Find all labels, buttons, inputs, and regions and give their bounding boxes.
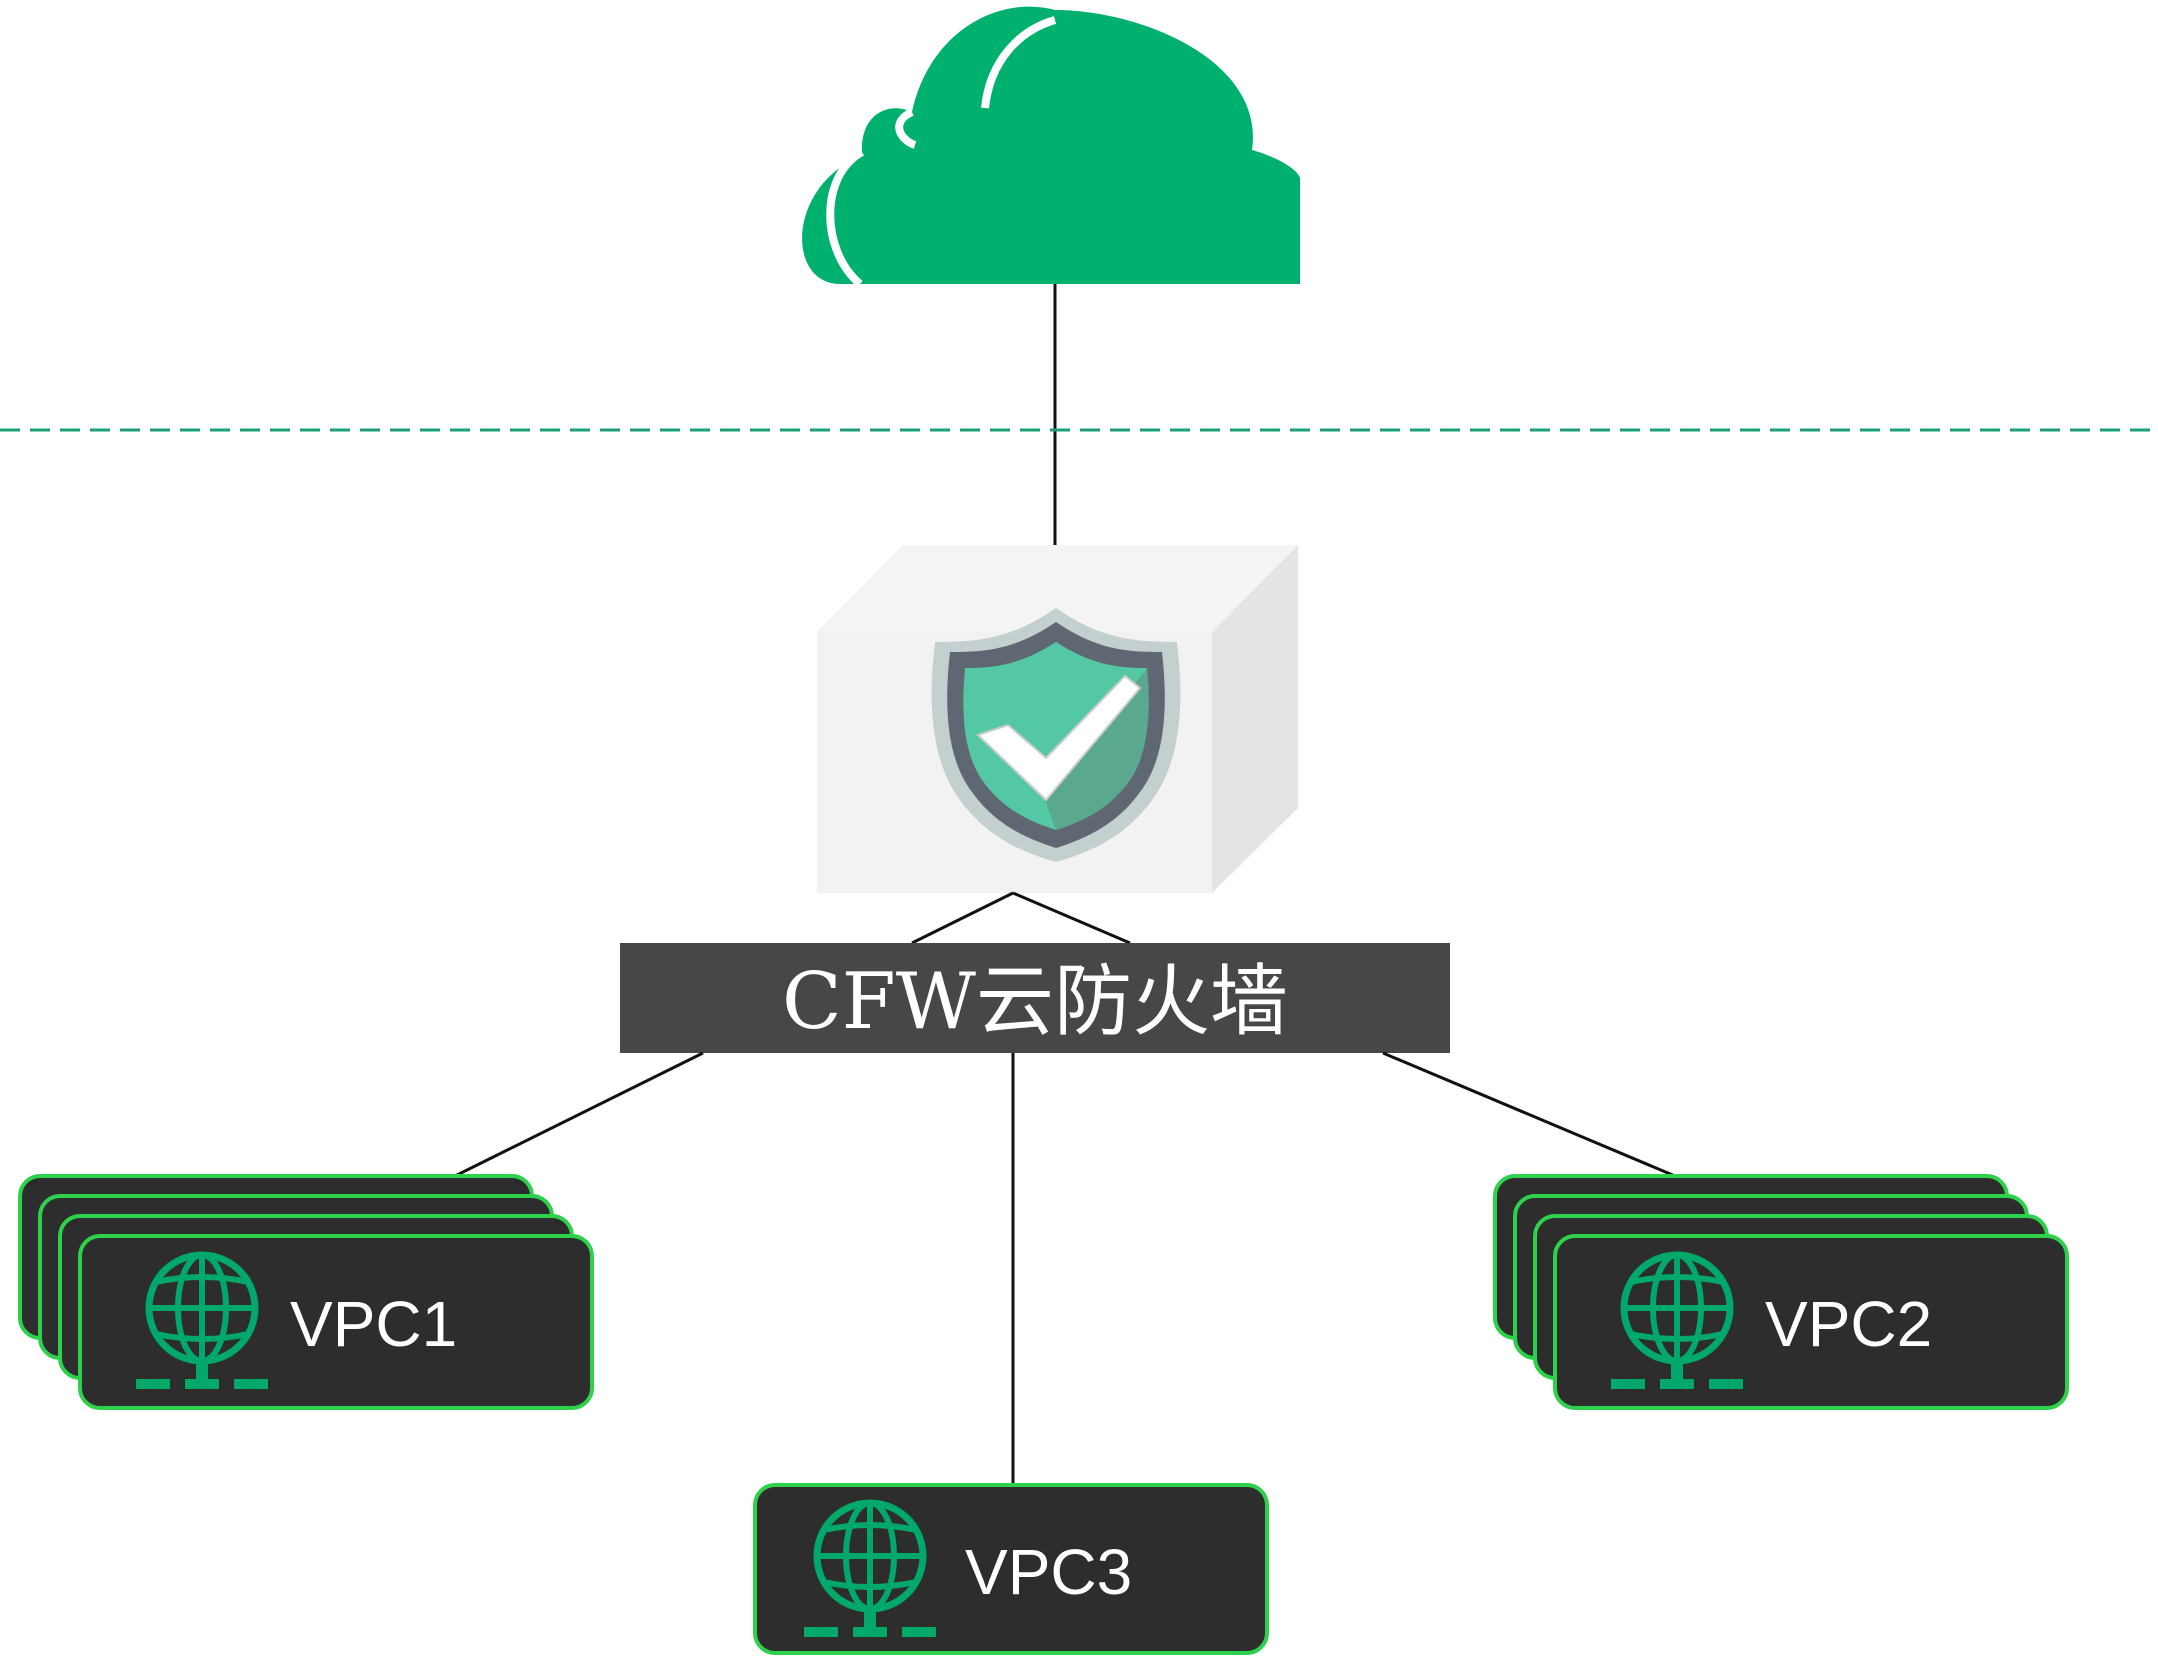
vpc2-label: VPC2 <box>1765 1288 1932 1360</box>
vpc1-node: VPC1 <box>18 1174 594 1410</box>
firewall-link-left-top <box>911 891 1014 945</box>
vpc3-label: VPC3 <box>965 1536 1132 1608</box>
link-to-vpc1 <box>454 1051 704 1178</box>
link-to-vpc2 <box>1382 1051 1676 1178</box>
vpc1-label: VPC1 <box>290 1288 457 1360</box>
cloud-icon <box>802 6 1300 288</box>
firewall-label-bar <box>620 943 1450 1053</box>
vpc2-node: VPC2 <box>1493 1174 2069 1410</box>
firewall-link-right-top <box>1012 891 1131 945</box>
vpc3-node: VPC3 <box>753 1483 1269 1655</box>
firewall-label: CFW云防火墙 <box>782 957 1288 1047</box>
shield-check-icon <box>931 608 1181 862</box>
